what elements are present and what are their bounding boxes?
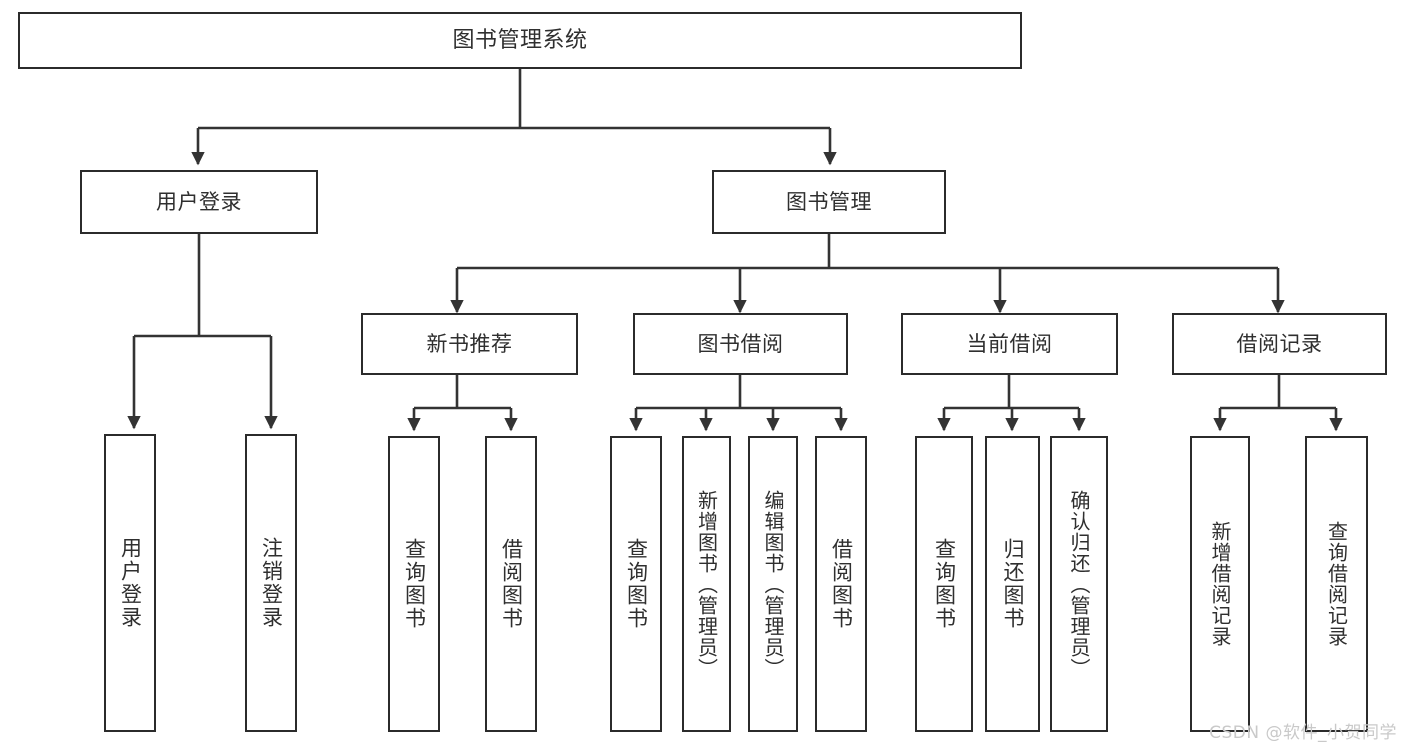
node-root-book-management-system[interactable]: 图书管理系统 [18,12,1022,69]
node-label: 借阅图书 [829,538,854,630]
node-label: 图书借阅 [697,331,784,356]
node-label: 图书管理 [786,189,872,214]
node-new-book-recommend[interactable]: 新书推荐 [361,313,578,375]
leaf-query-book-current[interactable]: 查询图书 [915,436,973,732]
node-label: 编辑图书（管理员） [761,489,785,679]
node-label: 当前借阅 [966,331,1053,356]
leaf-return-book[interactable]: 归还图书 [985,436,1040,732]
leaf-query-book-recommend[interactable]: 查询图书 [388,436,440,732]
node-book-manage[interactable]: 图书管理 [712,170,946,234]
node-label: 新增借阅记录 [1208,521,1232,647]
node-label: 借阅记录 [1236,331,1323,356]
leaf-user-login[interactable]: 用户登录 [104,434,156,732]
node-label: 借阅图书 [499,538,524,630]
node-label: 用户登录 [118,537,143,629]
leaf-add-borrow-record[interactable]: 新增借阅记录 [1190,436,1250,732]
node-label: 查询图书 [402,538,427,630]
csdn-watermark: CSDN @软件_小贺同学 [1209,723,1397,743]
leaf-borrow-book-recommend[interactable]: 借阅图书 [485,436,537,732]
node-label: 归还图书 [1001,538,1025,630]
leaf-query-borrow-record[interactable]: 查询借阅记录 [1305,436,1368,732]
node-label: 新增图书（管理员） [694,489,719,679]
node-label: 查询图书 [624,538,649,630]
leaf-borrow-book[interactable]: 借阅图书 [815,436,867,732]
node-label: 用户登录 [156,189,242,214]
node-borrow-record[interactable]: 借阅记录 [1172,313,1387,375]
node-book-borrow[interactable]: 图书借阅 [633,313,848,375]
leaf-edit-book-admin[interactable]: 编辑图书（管理员） [748,436,798,732]
leaf-logout-login[interactable]: 注销登录 [245,434,297,732]
leaf-query-book-borrow[interactable]: 查询图书 [610,436,662,732]
node-label: 确认归还（管理员） [1067,489,1091,679]
node-label: 查询图书 [932,538,957,630]
node-current-borrow[interactable]: 当前借阅 [901,313,1118,375]
node-label: 查询借阅记录 [1324,521,1349,647]
node-label: 新书推荐 [426,331,513,356]
node-user-login[interactable]: 用户登录 [80,170,318,234]
leaf-confirm-return-admin[interactable]: 确认归还（管理员） [1050,436,1108,732]
leaf-add-book-admin[interactable]: 新增图书（管理员） [682,436,731,732]
node-label: 图书管理系统 [452,27,588,53]
node-label: 注销登录 [259,537,284,629]
